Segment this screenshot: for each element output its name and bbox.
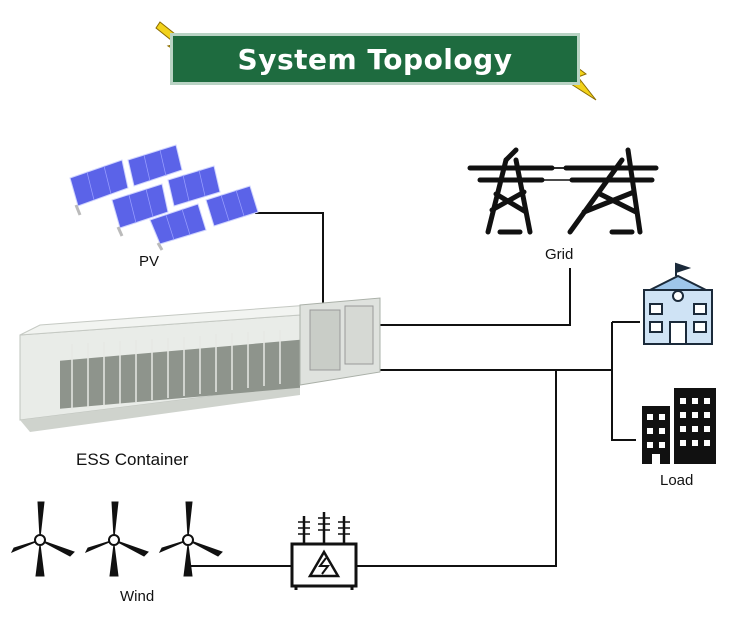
solar-panel-icon [69,144,259,251]
building-icon [643,262,713,345]
office-building-icon [642,388,716,464]
ess-container-image [19,297,381,432]
power-tower-icon [467,147,659,235]
wind-turbine-icon [10,501,223,577]
load-label: Load [660,472,694,489]
pv-line [255,212,324,330]
title-banner: System Topology [170,33,580,85]
page-title: System Topology [237,42,513,76]
load-bus-line [611,322,636,441]
grid-label: Grid [545,246,574,263]
pv-label: PV [139,253,160,270]
grid-line [323,268,571,326]
ess-container-label: ESS Container [76,450,189,469]
transformer-icon [290,512,358,590]
transformer-line [355,370,557,567]
wind-label: Wind [120,588,155,605]
